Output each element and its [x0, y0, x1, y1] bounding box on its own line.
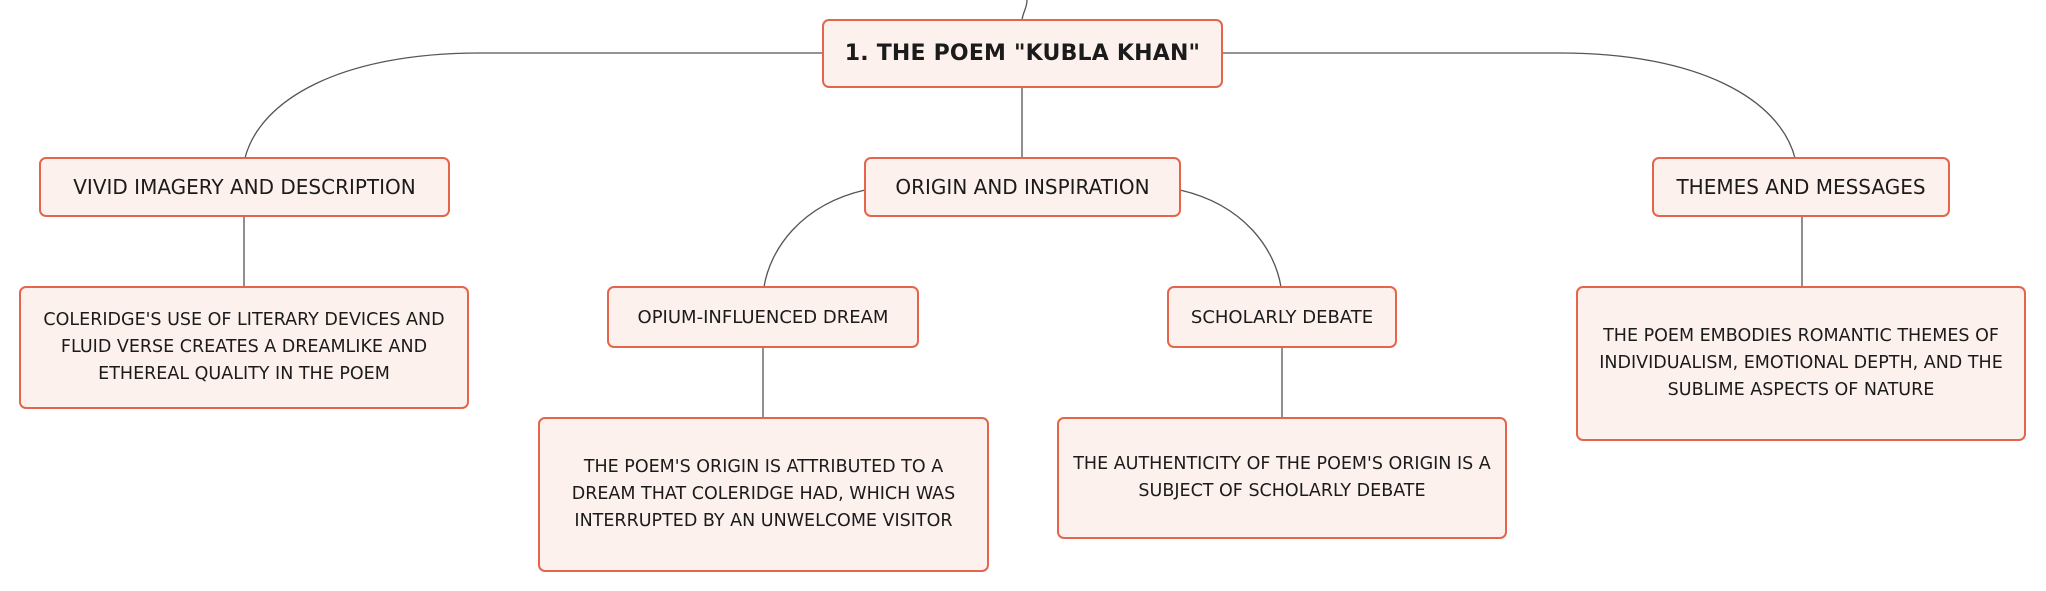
root-node-label: 1. THE POEM "KUBLA KHAN" — [844, 41, 1201, 66]
scholarly-debate-node[interactable]: SCHOLARLY DEBATE — [1167, 286, 1397, 348]
scholarly-debate-label: SCHOLARLY DEBATE — [1190, 306, 1374, 328]
opium-detail-node[interactable]: THE POEM'S ORIGIN IS ATTRIBUTED TO A DRE… — [538, 417, 989, 572]
branch-imagery-label: VIVID IMAGERY AND DESCRIPTION — [73, 175, 416, 199]
debate-detail-node[interactable]: THE AUTHENTICITY OF THE POEM'S ORIGIN IS… — [1057, 417, 1507, 539]
connector-root-imagery — [244, 52, 822, 159]
opium-dream-label: OPIUM-INFLUENCED DREAM — [637, 306, 889, 328]
debate-detail-text: THE AUTHENTICITY OF THE POEM'S ORIGIN IS… — [1073, 454, 1491, 501]
opium-dream-node[interactable]: OPIUM-INFLUENCED DREAM — [607, 286, 919, 348]
imagery-detail-node[interactable]: COLERIDGE'S USE OF LITERARY DEVICES AND … — [19, 286, 469, 409]
branch-themes-node[interactable]: THEMES AND MESSAGES — [1652, 157, 1950, 217]
themes-detail-text: THE POEM EMBODIES ROMANTIC THEMES OF IND… — [1599, 326, 2003, 400]
branch-themes-label: THEMES AND MESSAGES — [1676, 175, 1926, 199]
root-node[interactable]: 1. THE POEM "KUBLA KHAN" — [822, 19, 1223, 88]
opium-detail-text: THE POEM'S ORIGIN IS ATTRIBUTED TO A DRE… — [571, 457, 956, 531]
branch-origin-node[interactable]: ORIGIN AND INSPIRATION — [864, 157, 1181, 217]
connector-root-parent — [1021, 0, 1028, 21]
connector-origin-debate — [1179, 189, 1282, 288]
connector-origin-opium — [763, 189, 866, 288]
branch-origin-label: ORIGIN AND INSPIRATION — [895, 175, 1150, 199]
themes-detail-node[interactable]: THE POEM EMBODIES ROMANTIC THEMES OF IND… — [1576, 286, 2026, 441]
branch-imagery-node[interactable]: VIVID IMAGERY AND DESCRIPTION — [39, 157, 450, 217]
connector-root-themes — [1222, 52, 1796, 159]
imagery-detail-text: COLERIDGE'S USE OF LITERARY DEVICES AND … — [43, 310, 445, 384]
